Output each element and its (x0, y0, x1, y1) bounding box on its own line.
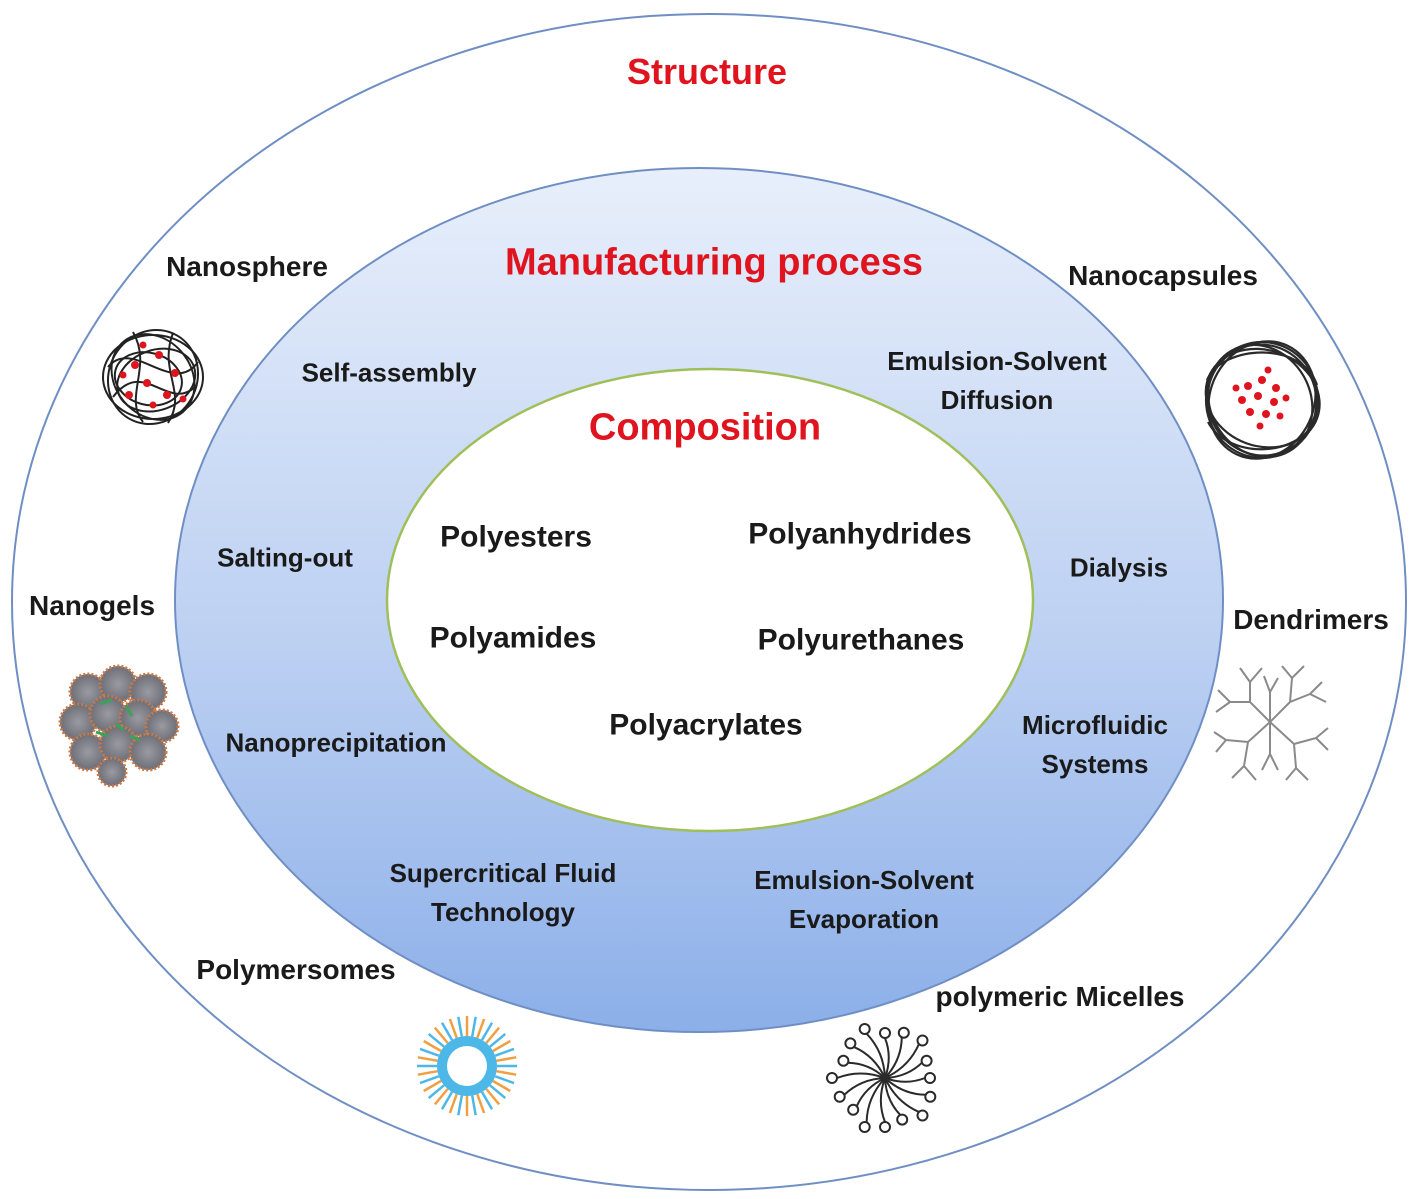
structure-item-polymersomes: Polymersomes (196, 954, 396, 985)
dendrimers-icon (1213, 665, 1329, 781)
structure-item-dendrimers: Dendrimers (1233, 604, 1389, 635)
nanosphere-icon (102, 328, 204, 426)
structure-item-nanocapsules: Nanocapsules (1068, 260, 1258, 291)
composition-polyesters: Polyesters (440, 520, 592, 554)
polymersomes-icon (417, 1016, 517, 1116)
composition-polyurethanes: Polyurethanes (757, 623, 965, 657)
structure-item-nanosphere: Nanosphere (166, 251, 328, 282)
structure-item-nanogels: Nanogels (28, 590, 156, 621)
structure-item-polymeric-micelles: polymeric Micelles (935, 981, 1185, 1012)
composition-title: Composition (588, 406, 822, 449)
structure-title: Structure (626, 51, 788, 92)
composition-polyamides: Polyamides (429, 621, 597, 655)
process-dialysis: Dialysis (1069, 552, 1169, 583)
process-salting-out: Salting-out (217, 542, 353, 573)
process-emulsion-solvent-evaporation: Emulsion-Solvent Evaporation (754, 865, 974, 934)
manufacturing-title: Manufacturing process (504, 241, 924, 284)
composition-ring (385, 367, 1035, 833)
composition-polyanhydrides: Polyanhydrides (748, 517, 972, 551)
polymeric-micelles-icon (826, 1023, 937, 1133)
nanogels-icon (58, 664, 180, 788)
composition-polyacrylates: Polyacrylates (609, 708, 803, 742)
nanocapsules-icon (1204, 340, 1321, 460)
process-microfluidic-systems: Microfluidic Systems (1022, 710, 1168, 779)
process-emulsion-solvent-diffusion: Emulsion-Solvent Diffusion (887, 346, 1107, 415)
process-self-assembly: Self-assembly (301, 357, 477, 388)
process-supercritical-fluid-technology: Supercritical Fluid Technology (389, 858, 617, 927)
process-nanoprecipitation: Nanoprecipitation (225, 727, 447, 758)
